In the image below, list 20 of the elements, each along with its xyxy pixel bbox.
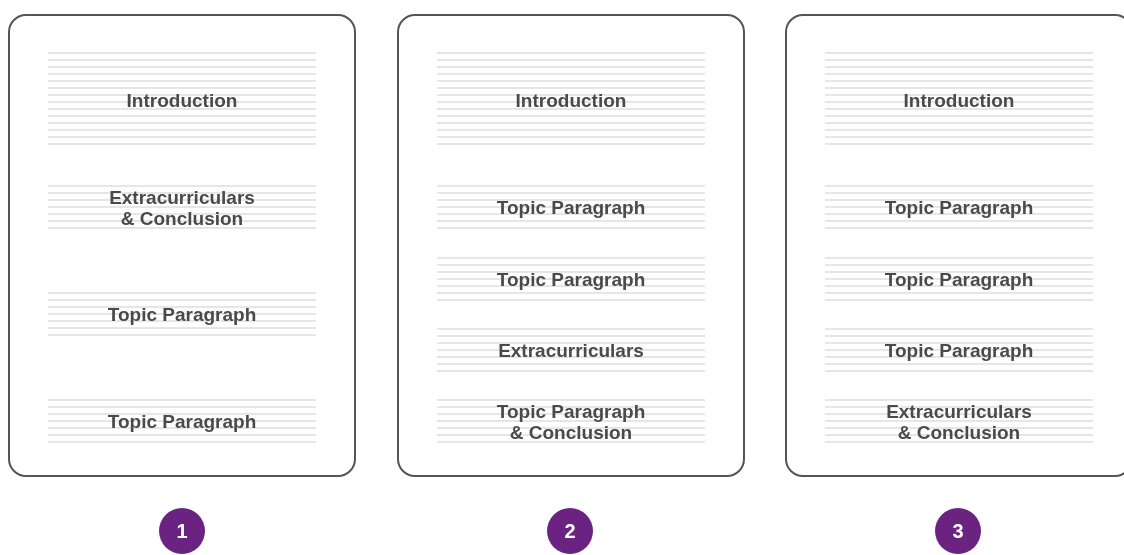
section-heading: Topic Paragraph (106, 304, 258, 325)
step-number-badge: 2 (547, 508, 593, 554)
section-heading: Extracurriculars (497, 340, 645, 361)
step-number-badge: 3 (935, 508, 981, 554)
section-heading: Extracurriculars & Conclusion (885, 400, 1033, 443)
page-card (397, 14, 745, 477)
section-heading: Introduction (902, 89, 1016, 111)
section-heading: Topic Paragraph & Conclusion (495, 400, 647, 443)
section-heading: Introduction (125, 89, 239, 111)
section-heading: Extracurriculars & Conclusion (108, 186, 256, 229)
section-heading: Topic Paragraph (883, 269, 1035, 290)
section-heading: Topic Paragraph (883, 340, 1035, 361)
step-number-badge: 1 (159, 508, 205, 554)
page-card (785, 14, 1124, 477)
page-card (8, 14, 356, 477)
section-heading: Topic Paragraph (495, 269, 647, 290)
section-heading: Topic Paragraph (883, 197, 1035, 218)
section-heading: Topic Paragraph (495, 197, 647, 218)
section-heading: Topic Paragraph (106, 411, 258, 432)
section-heading: Introduction (514, 89, 628, 111)
